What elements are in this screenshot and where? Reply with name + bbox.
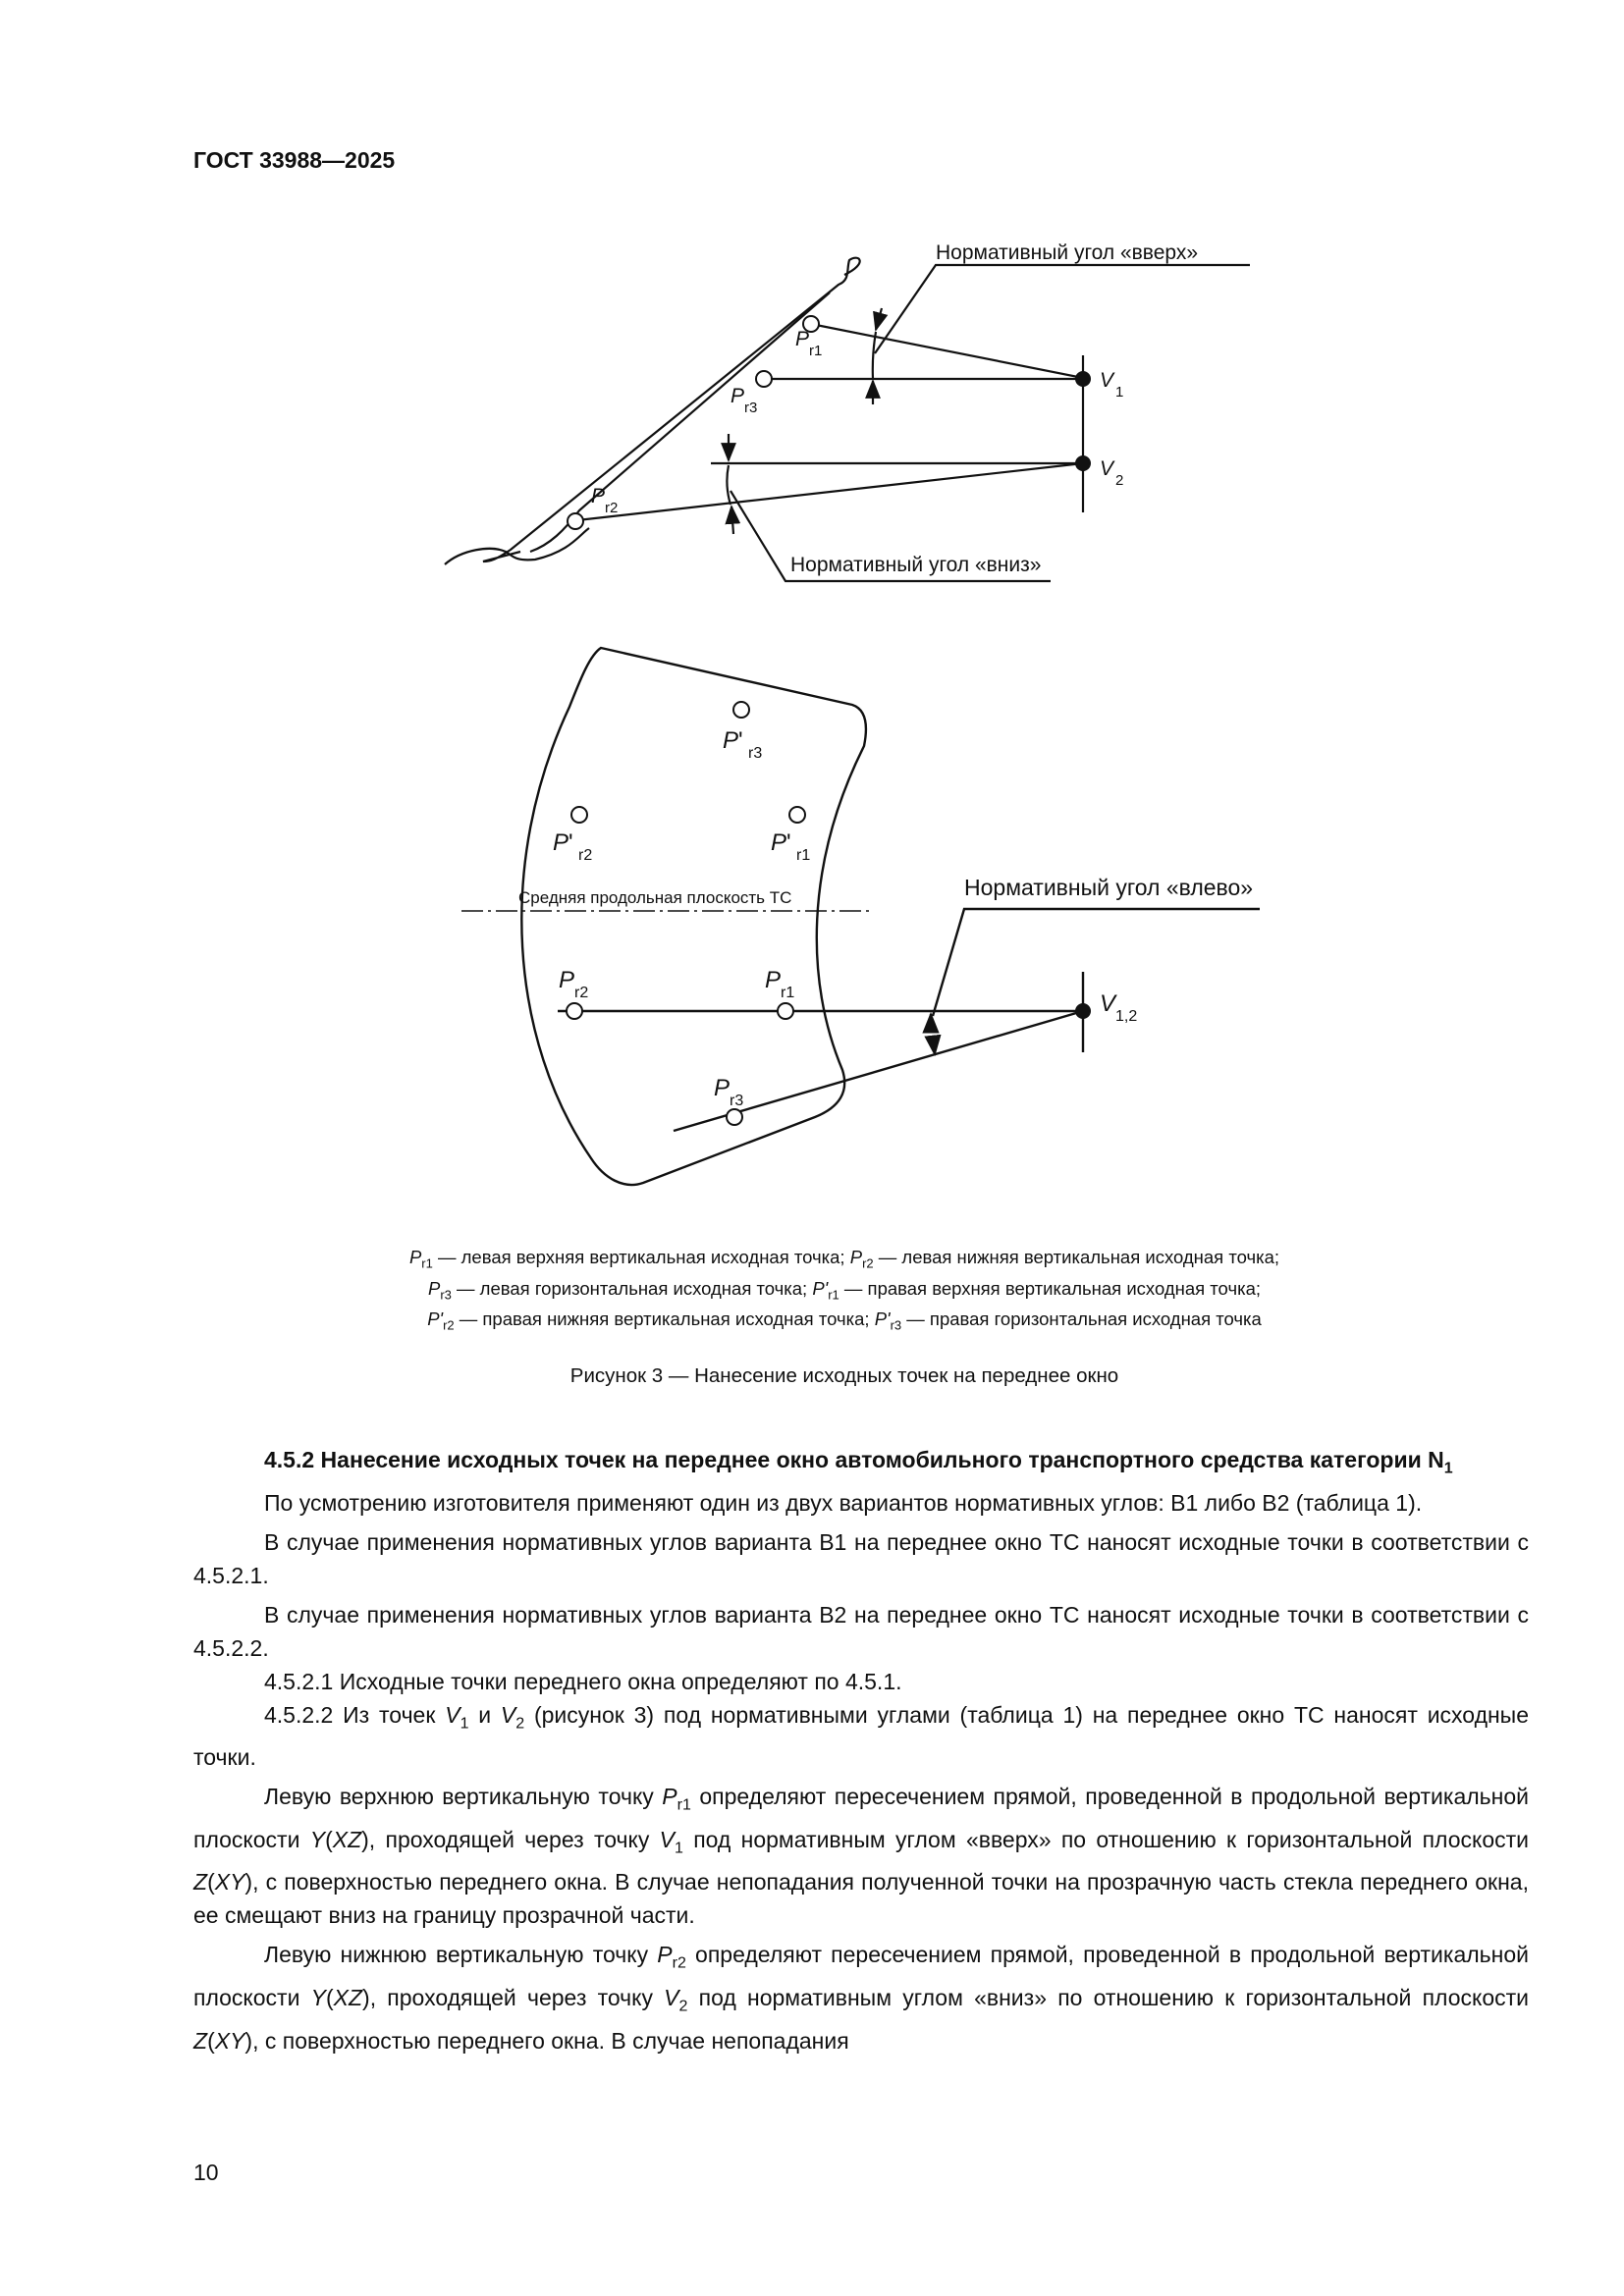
- figure-legend: Pr1 — левая верхняя вертикальная исходна…: [408, 1247, 1280, 1334]
- svg-text:r2: r2: [578, 847, 592, 864]
- point-pr1-top: [777, 1002, 794, 1020]
- svg-text:V: V: [1100, 990, 1117, 1017]
- windshield-side-outline: [482, 256, 861, 563]
- hood-side: [444, 527, 590, 565]
- paragraph: В случае применения нормативных углов ва…: [193, 1528, 1529, 1588]
- point-pr3-prime: [732, 701, 750, 719]
- svg-text:P: P: [771, 829, 786, 856]
- figure-3: Нормативный угол «вверх» Нормативный уго…: [444, 241, 1260, 1187]
- arrow-down-bottom: [725, 505, 741, 535]
- svg-text:r1: r1: [809, 343, 822, 359]
- svg-text:1,2: 1,2: [1115, 1008, 1137, 1025]
- svg-text:r1: r1: [796, 847, 810, 864]
- angle-up-arc: [871, 331, 878, 380]
- windshield-side-inner: [529, 292, 831, 554]
- svg-text:r1: r1: [781, 985, 794, 1001]
- point-pr2-prime: [570, 806, 588, 824]
- svg-text:P: P: [714, 1075, 730, 1101]
- svg-text:r3: r3: [748, 745, 762, 762]
- point-pr1-side: [802, 315, 820, 333]
- point-pr2-side: [567, 512, 584, 530]
- svg-text:P: P: [765, 967, 781, 993]
- figure-caption: Рисунок 3 — Нанесение исходных точек на …: [569, 1364, 1119, 1387]
- sightline-pr3-v12: [673, 1009, 1084, 1133]
- svg-text:r2: r2: [605, 500, 618, 516]
- point-v1: [1075, 371, 1091, 387]
- angle-down-arc: [726, 464, 732, 506]
- sightline-pr2-v2: [576, 461, 1084, 522]
- label-midplane: Средняя продольная плоскость ТС: [518, 888, 791, 907]
- arrow-up-top: [873, 307, 889, 332]
- label-up-angle: Нормативный угол «вверх»: [936, 241, 1198, 264]
- svg-text:r2: r2: [574, 985, 588, 1001]
- svg-text:r3: r3: [730, 1093, 743, 1109]
- leader-down: [730, 490, 1051, 583]
- windshield-top-outline: [520, 646, 868, 1187]
- points-side: [567, 315, 820, 530]
- svg-text:2: 2: [1115, 472, 1123, 489]
- paragraph: По усмотрению изготовителя применяют оди…: [264, 1489, 1423, 1516]
- svg-text:P: P: [553, 829, 568, 856]
- section-4-5-2: 4.5.2 Нанесение исходных точек на передн…: [193, 1443, 1529, 2057]
- page-header: ГОСТ 33988—2025: [193, 147, 396, 173]
- point-v12: [1075, 1003, 1091, 1019]
- svg-text:': ': [568, 829, 573, 856]
- paragraph: Левую верхнюю вертикальную точку Pr1 опр…: [193, 1784, 1530, 1929]
- paragraph: В случае применения нормативных углов ва…: [193, 1601, 1529, 1661]
- page-number: 10: [193, 2160, 219, 2185]
- svg-text:': ': [738, 727, 743, 754]
- leader-left: [931, 907, 1260, 1017]
- paragraph: Левую нижнюю вертикальную точку Pr2 опре…: [193, 1942, 1529, 2054]
- arrow-left-bottom: [924, 1034, 942, 1057]
- svg-text:P: P: [795, 328, 809, 350]
- paragraph: 4.5.2.1 Исходные точки переднего окна оп…: [264, 1668, 902, 1694]
- point-v2: [1075, 455, 1091, 471]
- point-pr3-side: [755, 370, 773, 388]
- point-pr3-top: [726, 1108, 743, 1126]
- svg-text:1: 1: [1115, 384, 1123, 400]
- svg-text:P: P: [731, 385, 744, 407]
- leader-up: [874, 263, 1250, 354]
- svg-text:P: P: [559, 967, 574, 993]
- sightline-pr1-v1: [810, 322, 1084, 380]
- point-pr2-top: [566, 1002, 583, 1020]
- svg-text:V: V: [1100, 457, 1115, 480]
- point-pr1-prime: [788, 806, 806, 824]
- label-left-angle: Нормативный угол «влево»: [964, 875, 1253, 900]
- svg-text:r3: r3: [744, 400, 757, 416]
- label-down-angle: Нормативный угол «вниз»: [790, 554, 1041, 576]
- svg-text:P: P: [723, 727, 738, 754]
- svg-text:V: V: [1100, 369, 1115, 392]
- paragraph: 4.5.2.2 Из точек V1 и V2 (рисунок 3) под…: [193, 1701, 1530, 1771]
- svg-text:P: P: [591, 485, 605, 507]
- svg-text:': ': [786, 829, 791, 856]
- section-heading: 4.5.2 Нанесение исходных точек на передн…: [264, 1447, 1453, 1477]
